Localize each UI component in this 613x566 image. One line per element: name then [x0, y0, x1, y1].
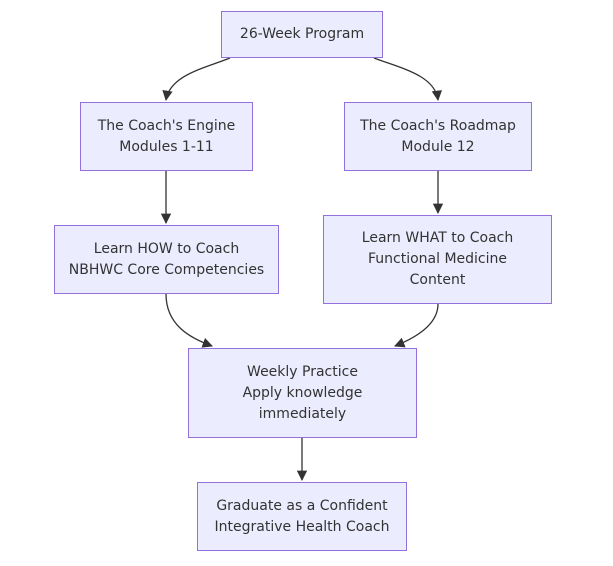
node-label-line: Functional Medicine [367, 251, 507, 267]
node-label: Weekly Practice Apply knowledge immediat… [243, 362, 363, 425]
node-label-line: Module 12 [401, 138, 475, 155]
edge-program-roadmap [373, 57, 443, 102]
node-label-line: Apply knowledge [242, 384, 363, 401]
node-learn-how: Learn HOW to Coach NBHWC Core Competenci… [54, 225, 279, 294]
node-coachs-roadmap: The Coach's Roadmap Module 12 [344, 102, 532, 171]
node-label-line: Graduate as a Confident [216, 497, 388, 514]
node-label-line: Learn WHAT to Coach [361, 230, 514, 246]
edge-what-practice [394, 303, 439, 348]
node-label: 26-Week Program [240, 24, 364, 45]
node-label-line: immediately [258, 405, 347, 422]
node-weekly-practice: Weekly Practice Apply knowledge immediat… [188, 348, 417, 438]
node-label-line: Content [409, 272, 466, 288]
node-label-line: NBHWC Core Competencies [68, 261, 265, 278]
node-coachs-engine: The Coach's Engine Modules 1-11 [80, 102, 253, 171]
node-label: The Coach's Engine Modules 1-11 [98, 116, 236, 158]
node-label: The Coach's Roadmap Module 12 [360, 116, 516, 158]
node-label-line: Weekly Practice [247, 363, 358, 380]
node-label-line: Integrative Health Coach [214, 518, 390, 535]
edge-program-engine [162, 57, 231, 102]
node-26-week-program: 26-Week Program [221, 11, 383, 58]
node-label: Learn WHAT to Coach Functional Medicine … [362, 228, 513, 291]
node-label: Graduate as a Confident Integrative Heal… [215, 496, 390, 538]
node-label-line: Modules 1-11 [119, 138, 214, 155]
node-learn-what: Learn WHAT to Coach Functional Medicine … [323, 215, 552, 304]
node-label-line: Learn HOW to Coach [93, 240, 240, 257]
node-label-line: The Coach's Roadmap [360, 117, 516, 134]
edge-how-practice [165, 293, 213, 348]
node-label-line: The Coach's Engine [97, 117, 236, 134]
node-label-line: 26-Week Program [239, 26, 365, 42]
node-graduate: Graduate as a Confident Integrative Heal… [197, 482, 407, 551]
node-label: Learn HOW to Coach NBHWC Core Competenci… [69, 239, 264, 281]
